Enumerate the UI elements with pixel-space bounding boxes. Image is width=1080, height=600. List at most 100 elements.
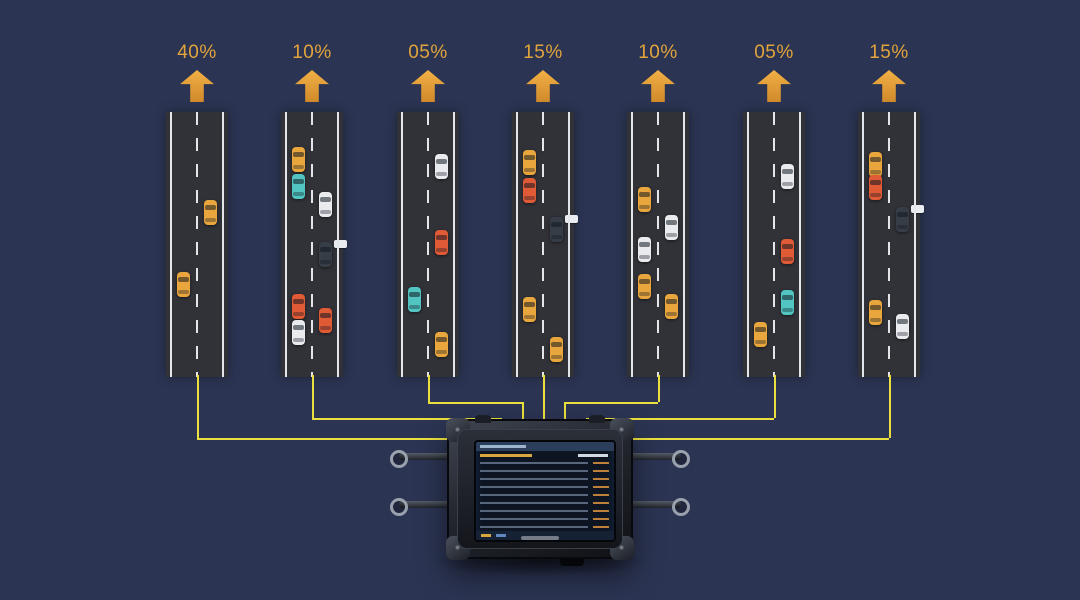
traffic-lane: 15% [858, 42, 924, 377]
car-red [869, 175, 882, 200]
connector-wire [564, 402, 566, 425]
traffic-lane: 05% [743, 42, 805, 377]
car-red [292, 294, 305, 319]
connector-wire [428, 402, 522, 404]
device-knob [589, 415, 605, 423]
road-center-dashes [196, 112, 198, 377]
car-yellow [292, 147, 305, 172]
car-yellow [638, 274, 651, 299]
car-yellow [435, 332, 448, 357]
car-yellow [638, 187, 651, 212]
car-white [319, 192, 332, 217]
device-face [457, 429, 623, 549]
distance-tag [911, 205, 924, 213]
up-arrow-icon [757, 70, 791, 102]
up-arrow-icon [872, 70, 906, 102]
road-center-dashes [773, 112, 775, 377]
road-center-dashes [542, 112, 544, 377]
traffic-lane: 15% [512, 42, 578, 377]
lane-percent-label: 10% [638, 42, 678, 63]
car-yellow [523, 297, 536, 322]
car-white [896, 314, 909, 339]
connector-wire [543, 375, 545, 425]
lane-percent-label: 05% [408, 42, 448, 63]
mount-rod [399, 453, 455, 460]
up-arrow-icon [180, 70, 214, 102]
up-arrow-icon [295, 70, 329, 102]
traffic-radar-device [446, 415, 634, 560]
road [858, 112, 924, 377]
road-center-dashes [888, 112, 890, 377]
road [397, 112, 459, 377]
screen-status-bar [476, 531, 614, 540]
road-center-dashes [311, 112, 313, 377]
screen-highlight-row [476, 451, 614, 459]
road-center-dashes [427, 112, 429, 377]
device-logo [521, 536, 559, 540]
mount-eyelet [672, 450, 690, 468]
mount-eyelet [390, 498, 408, 516]
traffic-lane: 10% [281, 42, 347, 377]
car-teal [408, 287, 421, 312]
road [166, 112, 228, 377]
car-dark [550, 215, 578, 242]
car-red [523, 178, 536, 203]
lane-percent-label: 05% [754, 42, 794, 63]
device-body [446, 415, 634, 560]
road [627, 112, 689, 377]
lane-percent-label: 10% [292, 42, 332, 63]
car-white [435, 154, 448, 179]
screen-value-column [593, 462, 609, 528]
traffic-lane: 05% [397, 42, 459, 377]
connector-wire [197, 438, 449, 440]
mount-rod [625, 501, 681, 508]
mount-eyelet [390, 450, 408, 468]
car-yellow [204, 200, 217, 225]
connector-wire [312, 375, 314, 418]
up-arrow-icon [641, 70, 675, 102]
car-white [292, 320, 305, 345]
car-red [781, 239, 794, 264]
connector-wire [586, 418, 774, 420]
connector-wire [631, 438, 889, 440]
car-white [665, 215, 678, 240]
mount-rod [399, 501, 455, 508]
car-yellow [869, 300, 882, 325]
car-yellow [550, 337, 563, 362]
screen-header [476, 442, 614, 451]
traffic-lane: 10% [627, 42, 689, 377]
lane-percent-label: 15% [523, 42, 563, 63]
car-white [638, 237, 651, 262]
road [743, 112, 805, 377]
distance-tag [334, 240, 347, 248]
mount-rod [625, 453, 681, 460]
up-arrow-icon [526, 70, 560, 102]
lane-percent-label: 40% [177, 42, 217, 63]
car-red [319, 308, 332, 333]
mount-eyelet [672, 498, 690, 516]
car-red [435, 230, 448, 255]
car-dark [319, 240, 347, 267]
connector-wire [658, 375, 660, 402]
car-yellow [665, 294, 678, 319]
connector-wire [564, 402, 658, 404]
connector-wire [312, 418, 500, 420]
car-yellow [869, 152, 882, 177]
lane-percent-label: 15% [869, 42, 909, 63]
device-connector [560, 556, 584, 566]
connector-wire [197, 375, 199, 438]
car-teal [781, 290, 794, 315]
road [512, 112, 578, 377]
car-teal [292, 174, 305, 199]
device-screen [474, 440, 616, 542]
connector-wire [428, 375, 430, 402]
distance-tag [565, 215, 578, 223]
device-knob [475, 415, 491, 423]
car-white [781, 164, 794, 189]
car-yellow [754, 322, 767, 347]
road [281, 112, 347, 377]
up-arrow-icon [411, 70, 445, 102]
connector-wire [774, 375, 776, 418]
car-yellow [523, 150, 536, 175]
